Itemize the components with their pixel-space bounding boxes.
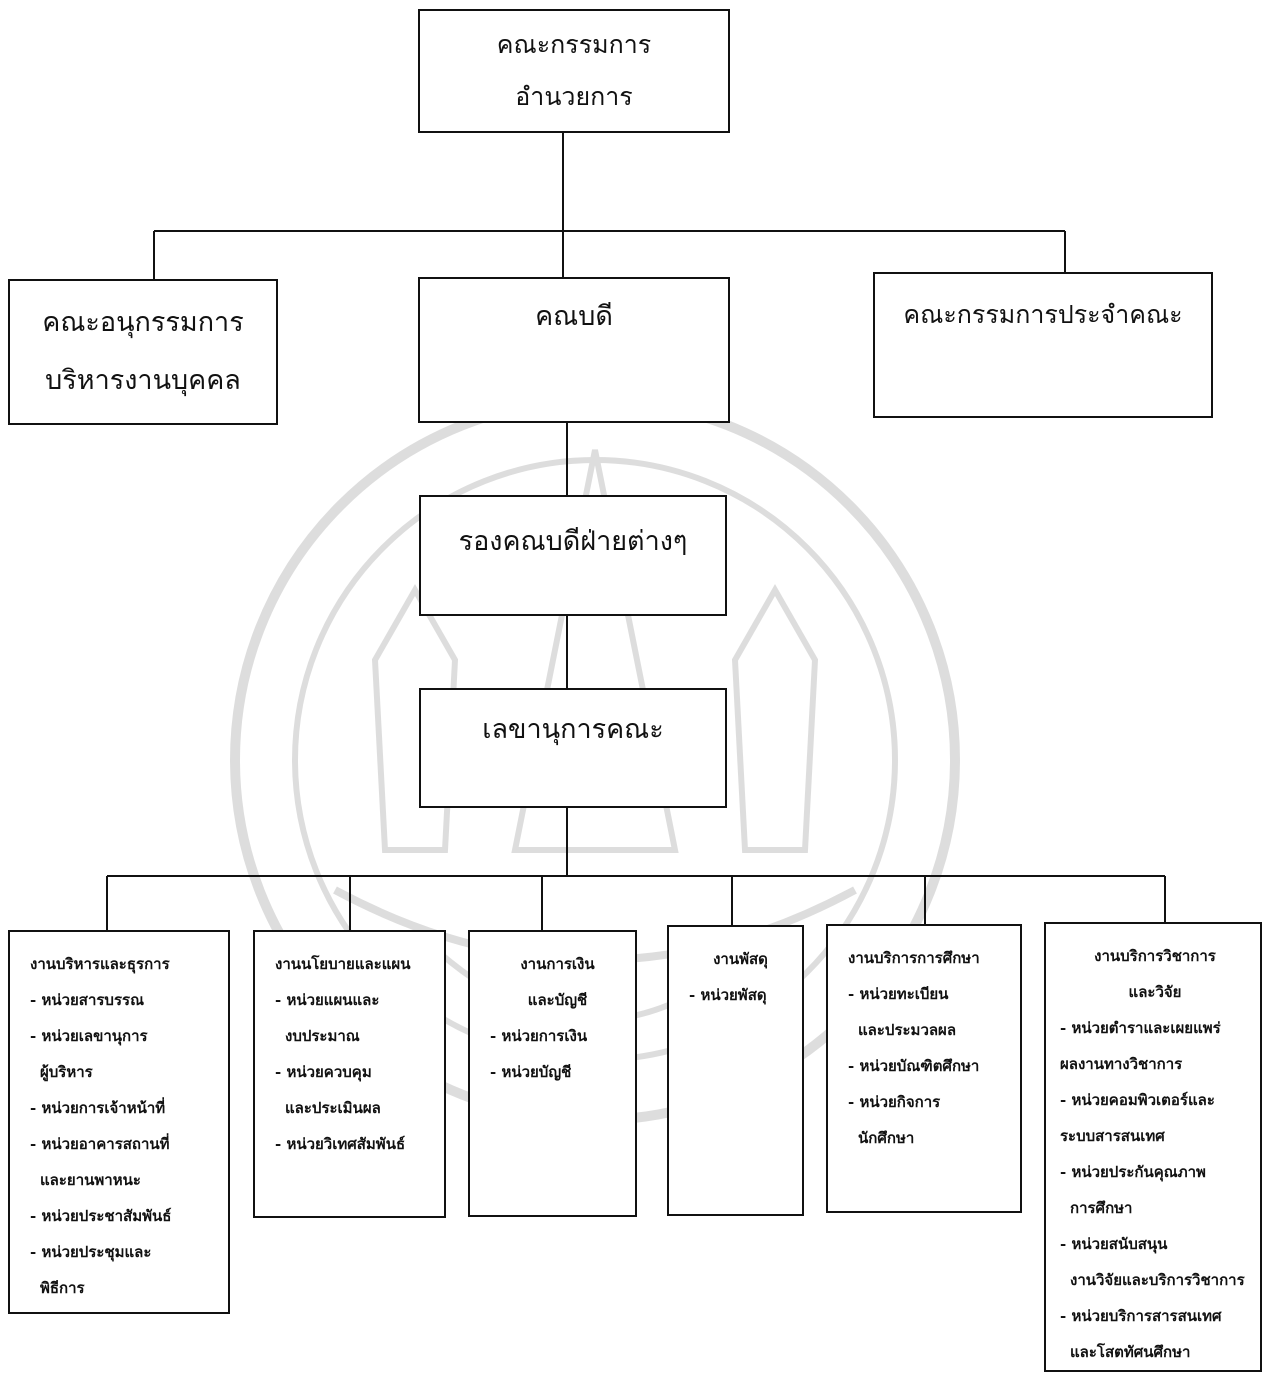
unit-item: - หน่วยตำราและเผยแพร่ bbox=[1060, 1019, 1221, 1037]
unit-title: งานการเงิน bbox=[520, 955, 595, 973]
unit-item: - หน่วยประชุมและ bbox=[30, 1243, 152, 1261]
vice-deans-title: รองคณบดีฝ่ายต่างๆ bbox=[458, 526, 688, 557]
unit-item: - หน่วยแผนและ bbox=[275, 991, 380, 1009]
unit-finance-box: งานการเงิน และบัญชี - หน่วยการเงิน - หน่… bbox=[468, 930, 637, 1217]
personnel-subcommittee-box: คณะอนุกรรมการ บริหารงานบุคคล bbox=[8, 279, 278, 425]
faculty-committee-title: คณะกรรมการประจำคณะ bbox=[903, 300, 1183, 329]
secretary-box: เลขานุการคณะ bbox=[419, 688, 727, 808]
unit-title: งานบริหารและธุรการ bbox=[30, 955, 170, 973]
subcommittee-line-1: คณะอนุกรรมการ bbox=[42, 307, 244, 338]
unit-item-cont: และยานพาหนะ bbox=[40, 1171, 141, 1189]
unit-item-cont: และโสตทัศนศึกษา bbox=[1070, 1343, 1191, 1361]
unit-title: งานนโยบายและแผน bbox=[275, 955, 411, 973]
unit-item: - หน่วยสารบรรณ bbox=[30, 991, 144, 1009]
unit-item-cont: พิธีการ bbox=[40, 1279, 85, 1297]
unit-policy-box: งานนโยบายและแผน - หน่วยแผนและ งบประมาณ -… bbox=[253, 930, 446, 1218]
unit-item: - หน่วยประชาสัมพันธ์ bbox=[30, 1207, 172, 1225]
unit-item: - หน่วยประกันคุณภาพ bbox=[1060, 1163, 1206, 1181]
board-title-line-1: คณะกรรมการ bbox=[496, 30, 652, 59]
unit-title: งานพัสดุ bbox=[713, 950, 768, 968]
unit-item-cont: นักศึกษา bbox=[858, 1129, 915, 1147]
unit-title: งานบริการวิชาการ bbox=[1094, 947, 1216, 965]
unit-item: - หน่วยบัณฑิตศึกษา bbox=[848, 1057, 980, 1075]
secretary-title: เลขานุการคณะ bbox=[482, 714, 664, 745]
unit-item: - หน่วยบริการสารสนเทศ bbox=[1060, 1307, 1222, 1325]
board-title-line-2: อำนวยการ bbox=[515, 82, 633, 111]
board-of-directors-box: คณะกรรมการ อำนวยการ bbox=[418, 9, 730, 133]
unit-item: - หน่วยอาคารสถานที่ bbox=[30, 1135, 170, 1153]
unit-item-cont: งบประมาณ bbox=[285, 1027, 360, 1045]
subcommittee-line-2: บริหารงานบุคคล bbox=[45, 365, 241, 396]
unit-title-line-2: และวิจัย bbox=[1128, 983, 1182, 1001]
unit-item-cont: ระบบสารสนเทศ bbox=[1060, 1127, 1165, 1145]
unit-item-cont: และประมวลผล bbox=[858, 1021, 957, 1039]
unit-item: - หน่วยพัสดุ bbox=[689, 986, 767, 1004]
unit-item: - หน่วยบัญชี bbox=[490, 1063, 572, 1081]
unit-item: - หน่วยคอมพิวเตอร์และ bbox=[1060, 1091, 1215, 1109]
dean-box: คณบดี bbox=[418, 277, 730, 423]
unit-title: งานบริการการศึกษา bbox=[848, 949, 980, 967]
dean-title: คณบดี bbox=[535, 301, 613, 332]
unit-academic-research-box: งานบริการวิชาการ และวิจัย - หน่วยตำราและ… bbox=[1044, 922, 1262, 1372]
unit-item: - หน่วยวิเทศสัมพันธ์ bbox=[275, 1135, 406, 1153]
unit-item: - หน่วยควบคุม bbox=[275, 1063, 372, 1081]
unit-item: - หน่วยกิจการ bbox=[848, 1093, 941, 1111]
unit-title-line-2: และบัญชี bbox=[527, 991, 588, 1009]
unit-item-cont: ผู้บริหาร bbox=[40, 1063, 93, 1081]
unit-supplies-box: งานพัสดุ - หน่วยพัสดุ bbox=[667, 925, 804, 1216]
unit-item: - หน่วยสนับสนุน bbox=[1060, 1235, 1168, 1253]
unit-item: - หน่วยเลขานุการ bbox=[30, 1027, 148, 1045]
unit-item-cont: งานวิจัยและบริการวิชาการ bbox=[1070, 1271, 1245, 1289]
faculty-committee-box: คณะกรรมการประจำคณะ bbox=[873, 272, 1213, 418]
unit-item-cont: และประเมินผล bbox=[285, 1099, 381, 1117]
vice-deans-box: รองคณบดีฝ่ายต่างๆ bbox=[419, 495, 727, 616]
unit-education-services-box: งานบริการการศึกษา - หน่วยทะเบียน และประม… bbox=[826, 924, 1022, 1213]
unit-item: - หน่วยทะเบียน bbox=[848, 985, 949, 1003]
unit-item: - หน่วยการเจ้าหน้าที่ bbox=[30, 1099, 166, 1117]
unit-item-cont: การศึกษา bbox=[1070, 1199, 1133, 1217]
unit-item-cont: ผลงานทางวิชาการ bbox=[1060, 1055, 1183, 1073]
unit-admin-box: งานบริหารและธุรการ - หน่วยสารบรรณ - หน่ว… bbox=[8, 930, 230, 1314]
unit-item: - หน่วยการเงิน bbox=[490, 1027, 588, 1045]
